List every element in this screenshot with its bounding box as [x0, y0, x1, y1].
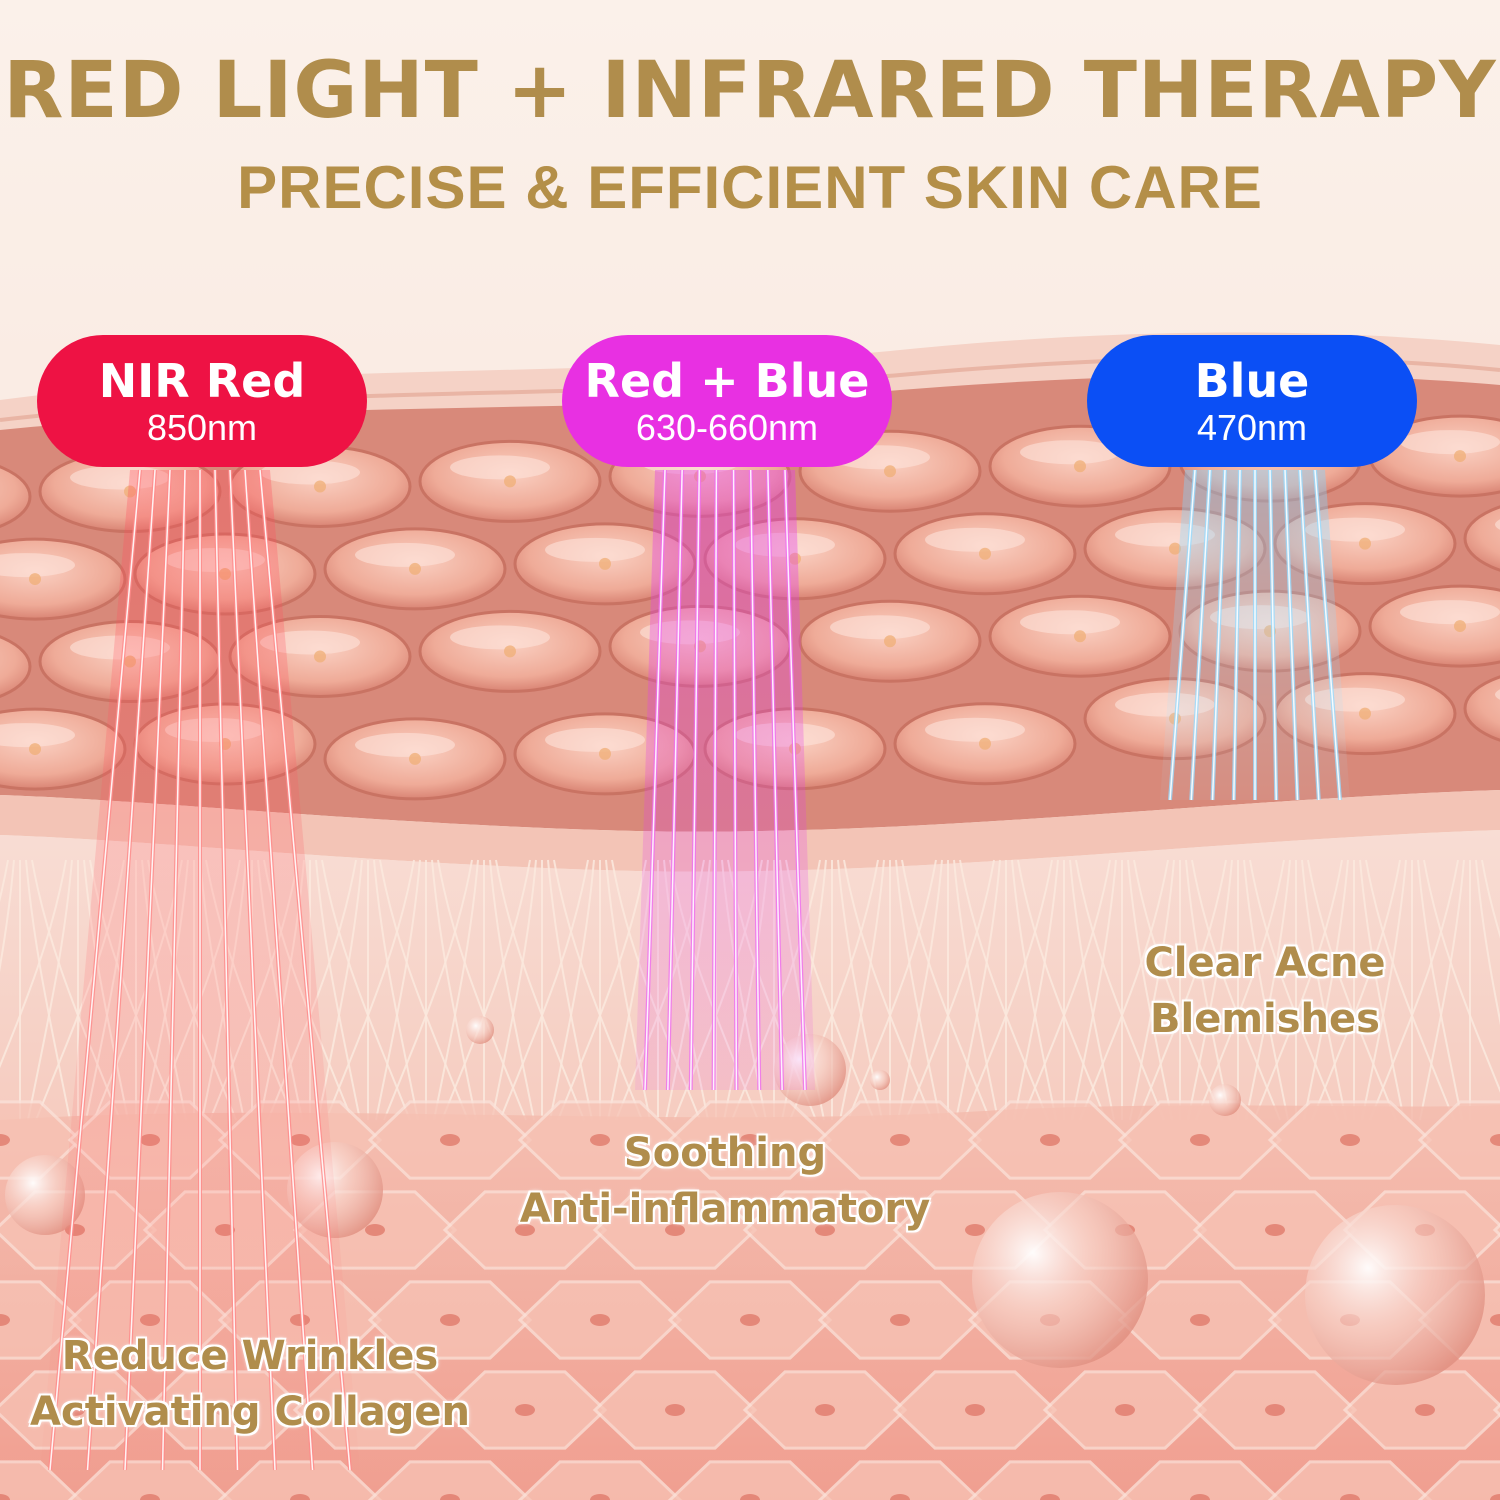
benefit-line: Activating Collagen — [30, 1389, 470, 1435]
mode-wavelength: 630-660nm — [635, 407, 819, 449]
mode-wavelength: 470nm — [1196, 407, 1308, 449]
red-blue-badge: Red + Blue 630-660nm — [562, 335, 892, 467]
mode-wavelength: 850nm — [146, 407, 258, 449]
blue-badge: Blue 470nm — [1087, 335, 1417, 467]
mode-name: Blue — [1194, 354, 1310, 408]
page-subtitle: PRECISE & EFFICIENT SKIN CARE — [237, 154, 1263, 221]
benefit-soothing: Soothing Anti-inflammatory — [480, 1125, 970, 1237]
benefit-line: Reduce Wrinkles — [61, 1333, 439, 1379]
benefit-line: Anti-inflammatory — [519, 1186, 931, 1232]
benefit-line: Clear Acne — [1144, 940, 1386, 986]
benefit-acne: Clear Acne Blemishes — [1070, 935, 1460, 1047]
benefit-wrinkles: Reduce Wrinkles Activating Collagen — [5, 1328, 495, 1440]
mode-name: Red + Blue — [584, 354, 870, 408]
nir-red-badge: NIR Red 850nm — [37, 335, 367, 467]
mode-name: NIR Red — [98, 354, 306, 408]
page-title: RED LIGHT + INFRARED THERAPY — [3, 46, 1497, 136]
benefit-line: Soothing — [623, 1130, 827, 1176]
light-beams — [40, 469, 1350, 1471]
benefit-line: Blemishes — [1150, 996, 1380, 1042]
